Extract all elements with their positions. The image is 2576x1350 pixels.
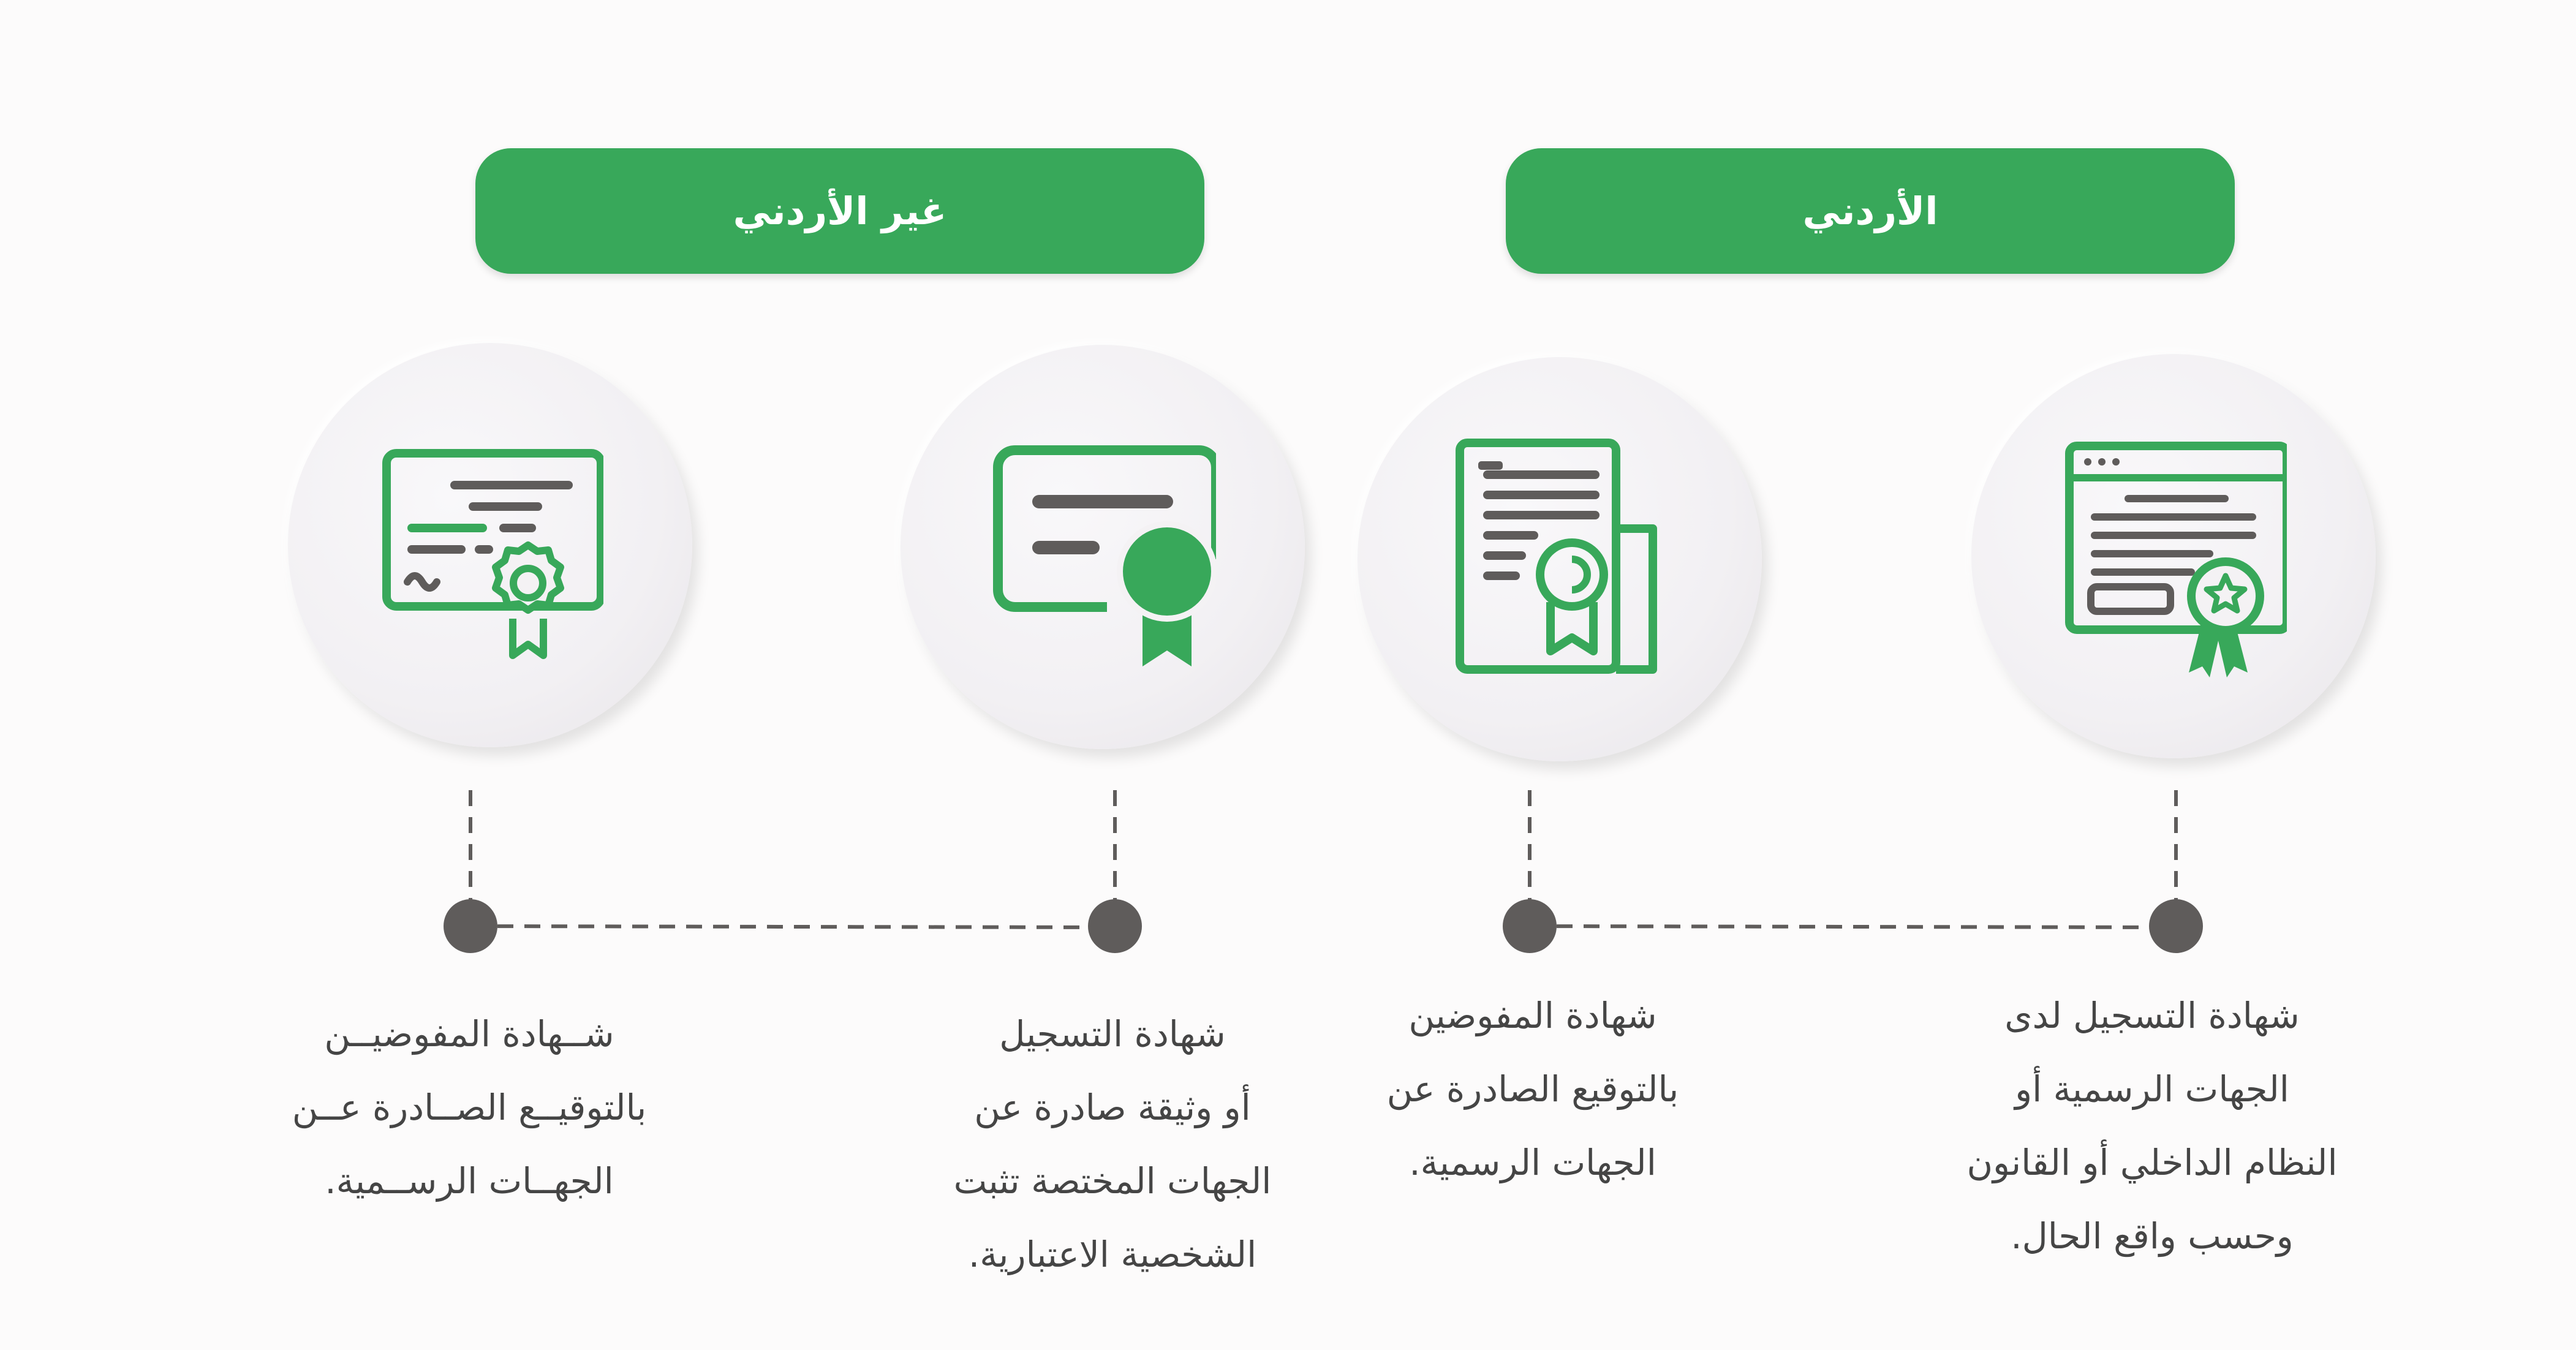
horizontal-dash-right — [1529, 924, 2177, 929]
document-seal-icon — [1456, 439, 1657, 674]
timeline-dot-4 — [2149, 899, 2203, 953]
horizontal-dash-left — [470, 924, 1116, 929]
timeline-dot-2 — [1088, 899, 1142, 953]
certificate-ribbon-icon — [993, 445, 1216, 666]
certificate-seal-icon — [382, 449, 603, 659]
timeline-dot-1 — [444, 899, 497, 953]
jordanian-header: الأردني — [1506, 148, 2235, 274]
description-4: شهادة التسجيل لدى الجهات الرسمية أو النظ… — [1966, 995, 2338, 1257]
icon-circle-3 — [1358, 357, 1762, 761]
timeline-dot-3 — [1503, 899, 1557, 953]
description-3: شهادة المفوضين بالتوقيع الصادرة عن الجها… — [1386, 995, 1679, 1183]
icon-circle-1 — [288, 343, 692, 747]
icon-circle-2 — [901, 345, 1305, 749]
non-jordanian-header-label: غير الأردني — [733, 189, 947, 233]
web-certificate-icon — [2065, 442, 2287, 677]
non-jordanian-header: غير الأردني — [475, 148, 1204, 274]
description-1: شــهادة المفوضيــن بالتوقيــع الصــادرة … — [292, 1013, 647, 1202]
icon-circle-4 — [1971, 354, 2376, 758]
jordanian-header-label: الأردني — [1802, 189, 1938, 233]
description-2: شهادة التسجيل أو وثيقة صادرة عن الجهات ا… — [953, 1013, 1272, 1275]
